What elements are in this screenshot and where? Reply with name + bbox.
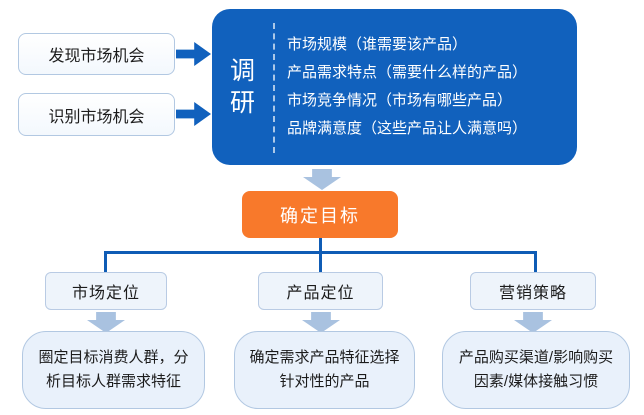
arrow-down-icon: [302, 312, 340, 333]
research-title: 调研: [229, 56, 255, 118]
node-product-positioning: 产品定位: [258, 272, 383, 310]
arrow-down-icon: [514, 312, 552, 333]
arrow-right-icon: [176, 102, 211, 126]
node-market-positioning-detail: 圈定目标消费人群，分析目标人群需求特征: [22, 331, 205, 409]
connector-line: [319, 253, 322, 272]
research-item-list: 市场规模（谁需要该产品） 产品需求特点（需要什么样的产品） 市场竞争情况（市场有…: [275, 9, 577, 165]
node-set-goal: 确定目标: [242, 191, 398, 238]
node-discover-opportunity: 发现市场机会: [18, 33, 175, 75]
research-item: 市场竞争情况（市场有哪些产品）: [287, 92, 513, 109]
node-research: 调研 市场规模（谁需要该产品） 产品需求特点（需要什么样的产品） 市场竞争情况（…: [212, 9, 577, 165]
arrow-right-icon: [176, 42, 211, 66]
connector-line: [104, 251, 537, 254]
research-item: 市场规模（谁需要该产品）: [287, 36, 468, 53]
node-marketing-strategy-detail: 产品购买渠道/影响购买因素/媒体接触习惯: [442, 331, 630, 409]
node-market-positioning: 市场定位: [45, 272, 167, 310]
dashed-divider: [273, 23, 275, 153]
connector-line: [534, 253, 537, 272]
research-item: 品牌满意度（这些产品让人满意吗）: [287, 120, 528, 137]
node-identify-opportunity: 识别市场机会: [18, 93, 175, 136]
arrow-down-icon: [303, 169, 341, 190]
node-marketing-strategy: 营销策略: [470, 272, 596, 310]
arrow-down-icon: [87, 312, 125, 333]
node-product-positioning-detail: 确定需求产品特征选择针对性的产品: [234, 331, 415, 409]
connector-line: [319, 238, 322, 252]
research-item: 产品需求特点（需要什么样的产品）: [287, 64, 528, 81]
connector-line: [104, 253, 107, 272]
